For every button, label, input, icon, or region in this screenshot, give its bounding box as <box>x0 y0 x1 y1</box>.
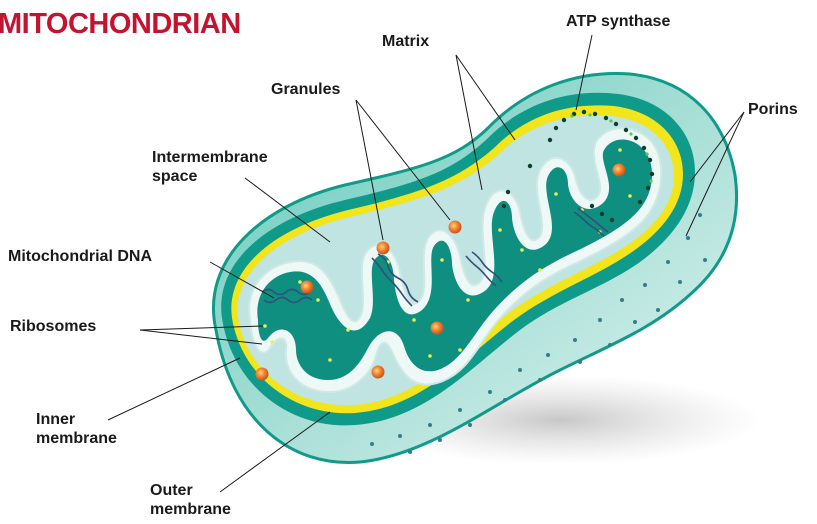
label-porins: Porins <box>748 100 798 119</box>
label-granules: Granules <box>271 80 340 99</box>
label-outer-membrane: Outer membrane <box>150 481 231 519</box>
label-mitochondrial-dna: Mitochondrial DNA <box>8 247 152 266</box>
label-inner-membrane: Inner membrane <box>36 410 117 448</box>
diagram-title: MITOCHONDRIAN <box>0 8 241 41</box>
label-matrix: Matrix <box>382 32 429 51</box>
label-ribosomes: Ribosomes <box>10 317 96 336</box>
label-intermembrane-space: Intermembrane space <box>152 148 268 186</box>
label-atp-synthase: ATP synthase <box>566 12 670 31</box>
